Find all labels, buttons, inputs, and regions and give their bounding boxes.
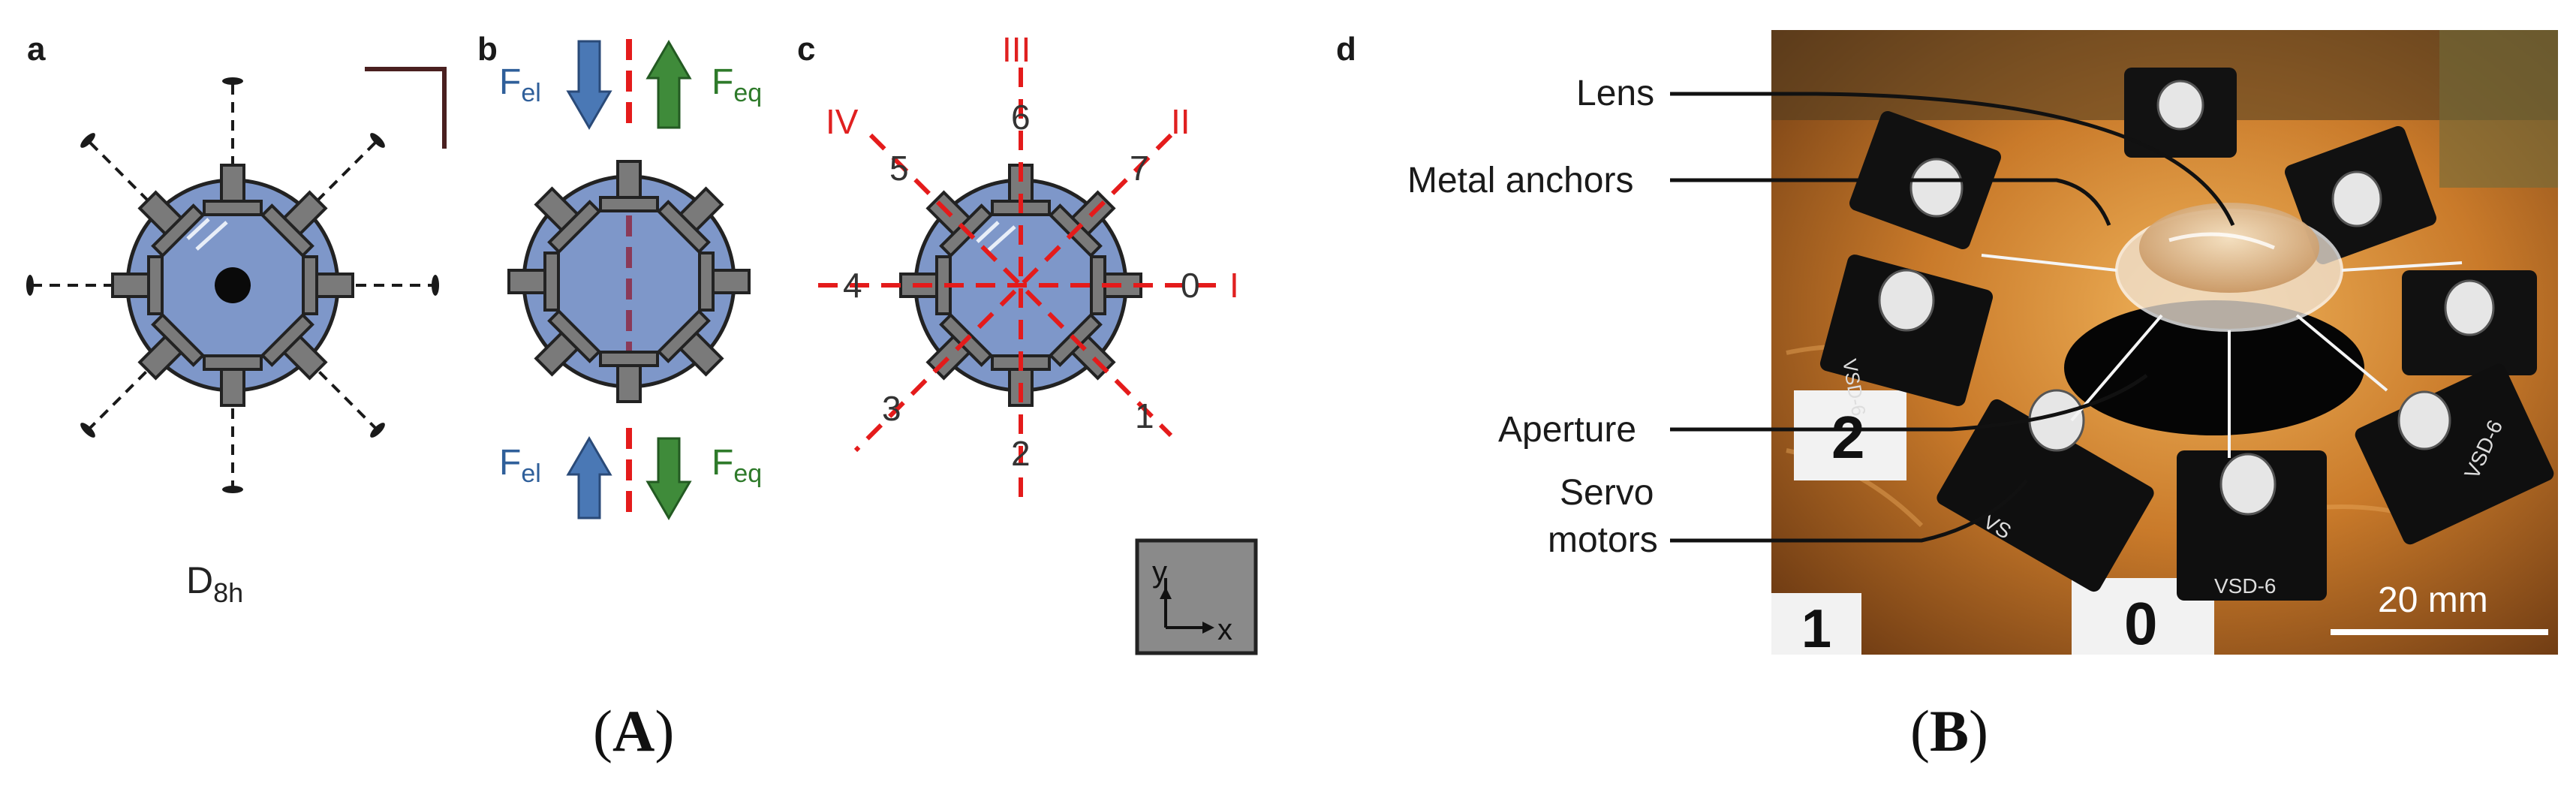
force-eq-arrow-bottom xyxy=(646,437,692,520)
axis-label-I: I xyxy=(1229,266,1239,305)
photo: 2 1 0 xyxy=(1771,30,2558,659)
force-el-arrow-bottom xyxy=(566,436,612,519)
anchor-number-6: 6 xyxy=(1011,98,1031,137)
force-eq-arrow-top xyxy=(646,40,692,129)
board-label-1: 1 xyxy=(1801,599,1831,659)
coordinate-inset: y x xyxy=(1135,538,1258,655)
anchor-number-5: 5 xyxy=(889,149,909,188)
servo-label-2: VSD-6 xyxy=(2214,574,2276,598)
anchor-number-2: 2 xyxy=(1011,434,1031,473)
anchor-number-3: 3 xyxy=(882,389,901,428)
anchor-number-7: 7 xyxy=(1130,149,1149,188)
scale-bar-label: 20 mm xyxy=(2378,580,2488,620)
panel-c: c 0 1 2 3 4 5 6 7 I II xyxy=(797,30,1258,655)
axis-x-label: x xyxy=(1217,613,1232,646)
callout-motors: motors xyxy=(1548,520,1658,560)
lens-glint-a xyxy=(186,218,228,251)
aperture xyxy=(2064,300,2364,435)
anchor-number-0: 0 xyxy=(1181,266,1200,305)
red-axes xyxy=(818,68,1223,501)
callout-lines xyxy=(1670,92,2235,543)
force-eq-label-bottom: Feq xyxy=(712,443,762,488)
panel-b-letter: b xyxy=(477,31,498,68)
axis-label-III: III xyxy=(1002,30,1031,69)
board-label-2: 2 xyxy=(1831,404,1865,471)
panel-a: a xyxy=(26,31,447,608)
corner-bracket xyxy=(365,67,447,149)
axis-end-caps xyxy=(26,77,439,493)
caption-A: (A) xyxy=(593,698,674,763)
callout-aperture: Aperture xyxy=(1498,410,1636,450)
panel-b: b Fel Feq Fel Feq xyxy=(477,31,762,520)
panel-c-letter: c xyxy=(797,31,815,68)
force-eq-label-top: Feq xyxy=(712,62,762,107)
center-point xyxy=(215,267,251,303)
callout-servo: Servo xyxy=(1560,473,1654,513)
callout-lens: Lens xyxy=(1576,74,1654,113)
anchor-number-4: 4 xyxy=(843,266,862,305)
force-el-label-top: Fel xyxy=(499,62,541,107)
axis-label-IV: IV xyxy=(826,102,859,141)
panel-a-letter: a xyxy=(27,31,46,68)
panel-d: d 2 1 0 xyxy=(1336,30,2558,659)
axis-y-label: y xyxy=(1152,556,1167,589)
force-el-arrow-top xyxy=(566,40,612,130)
lens-glint-c xyxy=(976,221,1016,254)
force-el-label-bottom: Fel xyxy=(499,443,541,488)
symmetry-group-label: D8h xyxy=(186,559,243,608)
servo-motors: VSD-6 VSD-6 VS VSD-6 xyxy=(1819,68,2554,601)
anchor-number-1: 1 xyxy=(1135,396,1154,435)
callout-metal-anchors: Metal anchors xyxy=(1407,161,1633,200)
panel-d-letter: d xyxy=(1336,31,1356,68)
board-label-0: 0 xyxy=(2124,590,2158,657)
caption-B: (B) xyxy=(1910,698,1988,763)
lens-assembly xyxy=(1981,203,2463,458)
axis-label-II: II xyxy=(1171,102,1190,141)
